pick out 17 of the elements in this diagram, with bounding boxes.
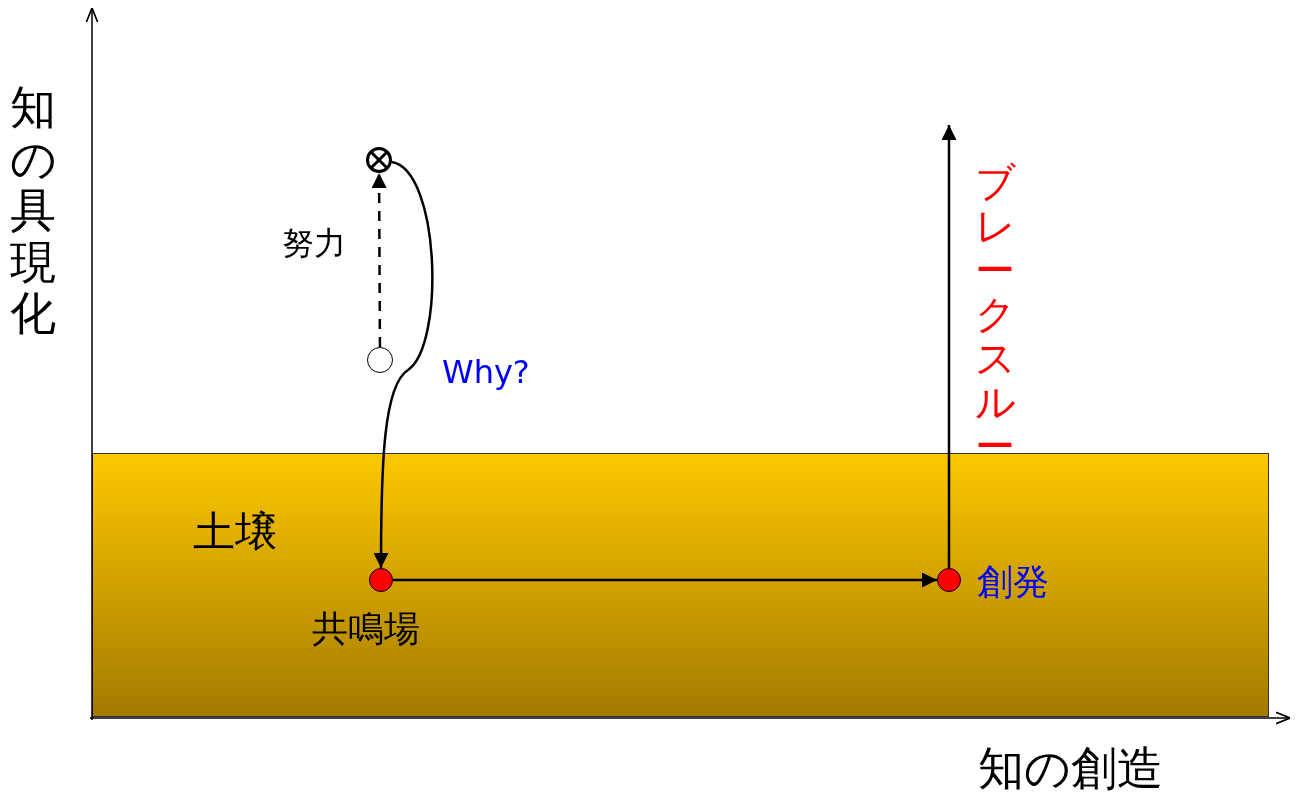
edge-label: ブレークスルー — [975, 160, 1015, 468]
axis-title: 知の創造 — [978, 740, 1163, 796]
arrow — [941, 125, 957, 568]
dot-caption: 創発 — [977, 560, 1049, 604]
axis-title: 知の具現化 — [10, 82, 56, 340]
dot-caption: 共鳴場 — [312, 607, 420, 651]
band-title: 土壌 — [193, 506, 277, 558]
edge-label: Why? — [442, 353, 530, 391]
crossed-circle — [366, 147, 392, 173]
edge-label: 努力 — [282, 223, 346, 264]
circle — [367, 347, 393, 373]
arrow — [371, 173, 387, 347]
circle — [369, 568, 393, 592]
arrow — [393, 572, 937, 588]
soil-band — [92, 453, 1269, 717]
circle — [937, 568, 961, 592]
arrow — [373, 160, 434, 568]
